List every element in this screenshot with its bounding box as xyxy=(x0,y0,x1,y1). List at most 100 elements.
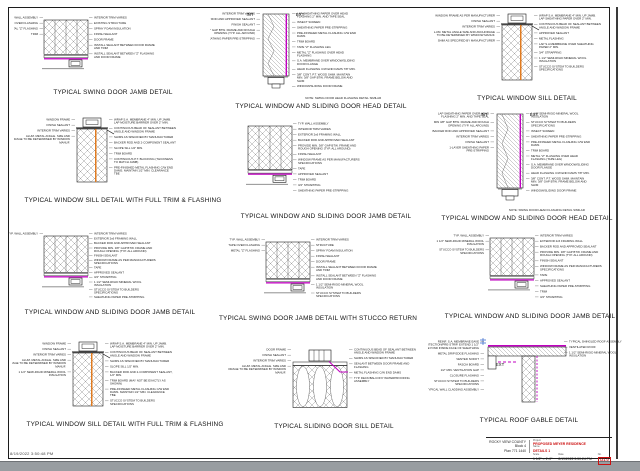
drawing-graphic xyxy=(264,241,311,294)
detail-title: TYPICAL WINDOW AND SLIDING DOOR JAMB DET… xyxy=(445,313,616,320)
callout-label: APPROVED SEALANT xyxy=(94,270,124,274)
callout-label: SHIMS AS SPECIFIED BY MANUFACTURER xyxy=(354,356,413,360)
callout-label: 1/2" MIN. VENTILATION GAP xyxy=(441,368,479,372)
callout-label: BACKER ROD AND APPROVED SEALANT xyxy=(540,245,597,249)
callout-label: BACKER ROD AND 2-COMPONENT SEALANT,1/2" … xyxy=(110,370,173,377)
callout-label: TRIM xyxy=(540,289,548,293)
callout-label: SPRAY FOAM INSULATION xyxy=(94,27,131,31)
detail-title: TYPICAL WINDOW SILL DETAIL xyxy=(477,95,577,102)
callout-label: 3/4" STRAPPING xyxy=(94,275,117,279)
callout-label: BACKER ROD AND APPROVED SEALANT xyxy=(432,129,489,133)
callout-label: FINISH SEALANT xyxy=(298,152,322,156)
detail-title: TYPICAL ROOF GABLE DETAIL xyxy=(480,417,579,424)
callout-label: MIN 3/8" GAP BTW. FRAME AND ROUGHOPENING… xyxy=(210,28,255,35)
sheet-number-field: No. D1.0 xyxy=(597,453,612,465)
callout-label: FINISH SEALANT xyxy=(540,259,564,263)
callout-label: BACKER ROD AND APPROVED SEALANT xyxy=(94,241,151,245)
callout-label: WINDOW/SLIDING DOOR FRAME xyxy=(297,84,343,88)
callout-label: 3/4" STRAPPING xyxy=(298,183,321,187)
date-field: Date 8/19/2022 3:50:24 PM xyxy=(558,453,592,465)
callout-label: TRIM xyxy=(31,32,39,36)
callout-label: TAPE xyxy=(540,273,547,277)
callout-label: SHEATHING PAPER PRE-STRIPPING xyxy=(94,295,145,299)
callout-label: TYP. WALL ASSEMBLY xyxy=(8,232,38,236)
drawing-graphic xyxy=(501,13,540,81)
scale-label: Scale xyxy=(533,453,540,457)
callout-label: TYPICAL WALL CLADDING ASSEMBLY xyxy=(428,387,479,391)
callout-label: BACKER ROD AND APPROVED SEALANT xyxy=(298,138,355,142)
drawing-graphic xyxy=(292,349,348,408)
drawing-graphic xyxy=(262,13,290,89)
callout-label: FINISH SEALANT xyxy=(43,347,67,351)
interior-side-label: INT xyxy=(480,112,487,117)
county-name: ROCKY VIEW COUNTY xyxy=(489,439,526,444)
callout-label: SHIM AS SPECIFIED BY MANUFACTURER xyxy=(438,39,495,43)
callout-label: CLOSURE FLASHING xyxy=(450,373,480,377)
callout-label: SHIMS AS SPECIFIED BY MANUFACTURER xyxy=(114,135,173,139)
callout-label: SPRAY FOAM INSULATION xyxy=(316,249,353,253)
callout-label: TYP. WALL ASSEMBLY xyxy=(229,238,260,242)
callout-label: INSECT SCREEN xyxy=(531,129,554,133)
callout-label: WINDOW FRAME AS PER MANUFACTURER xyxy=(435,14,495,18)
date-value: 8/19/2022 3:50:24 PM xyxy=(558,456,592,461)
interior-side-label: INT xyxy=(246,12,253,17)
drawing-graphic xyxy=(42,235,89,288)
callout-label: SLOPE SILL 1/2" MIN. xyxy=(114,146,143,150)
sheet-number: D1.0 xyxy=(597,456,612,465)
callout-label: INSECT SCREEN xyxy=(297,20,320,24)
exterior-side-label: EXT xyxy=(496,362,505,367)
callout-label: VENTILATED ROOF xyxy=(569,345,596,349)
callout-label: WINDOW/SLIDING DOOR FRAME xyxy=(531,188,577,192)
callout-label: APPROVED SEALANT xyxy=(540,278,570,282)
detail-title: TYPICAL WINDOW AND SLIDING DOOR HEAD DET… xyxy=(441,215,612,222)
callout-label: WINDOW FRAME xyxy=(42,342,66,346)
callout-label: INTERIOR TRIM VARIES xyxy=(316,238,349,242)
title-block: ROCKY VIEW COUNTY Block 4 Plan 771 1440 … xyxy=(486,437,612,465)
detail-title: TYPICAL WINDOW AND SLIDING DOOR JAMB DET… xyxy=(241,213,412,220)
callout-label: FINISH SEALANT xyxy=(94,253,118,257)
callout-label: METAL FLASHING C/W END DAMS xyxy=(354,370,401,374)
callout-label: HEAD FLASHING C/W END DAMS 7/8" MIN. xyxy=(297,67,356,71)
drawing-graphic xyxy=(488,237,535,291)
detail-title: TYPICAL SWING DOOR JAMB DETAIL WITH STUC… xyxy=(219,315,417,322)
detail-title: TYPICAL SLIDING DOOR SILL DETAIL xyxy=(274,423,394,430)
title-block-main: Project PROPOSED MEYER RESIDENCE Name DE… xyxy=(530,439,612,465)
callout-label: FINISH SEALANT xyxy=(47,123,71,127)
callout-label: EXTERIOR 2x6 FRAMING WALL xyxy=(540,239,583,243)
callout-label: INTERIOR TRIM VARIES xyxy=(462,25,495,29)
